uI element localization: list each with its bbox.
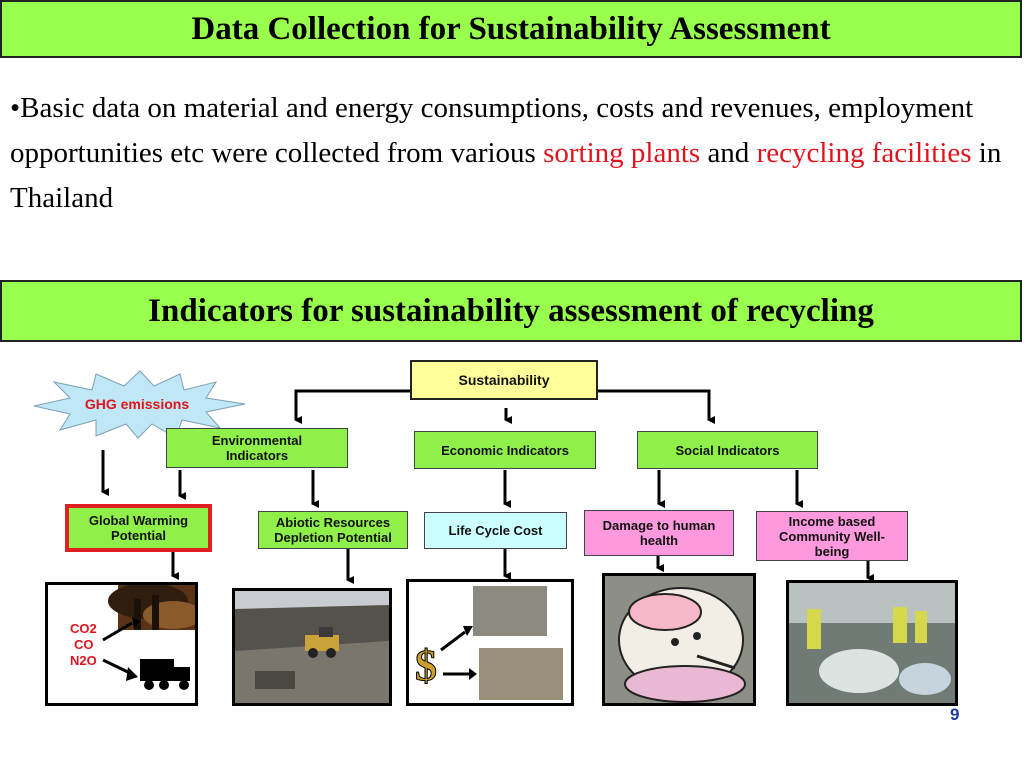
social-indicators-label: Social Indicators bbox=[675, 442, 780, 458]
factory-smoke-image bbox=[108, 585, 195, 630]
page-number: 9 bbox=[950, 705, 960, 724]
highlight-recycling-facilities: recycling facilities bbox=[756, 137, 972, 169]
bullet-text-2: and bbox=[700, 137, 757, 169]
human-health-label: Damage to human health bbox=[602, 518, 716, 548]
emissions-photo-panel: CO2 CO N2O bbox=[45, 582, 198, 706]
environmental-indicators-box: Environmental Indicators bbox=[166, 428, 348, 468]
slide-title: Data Collection for Sustainability Asses… bbox=[191, 11, 831, 47]
ghg-emissions-label: GHG emissions bbox=[84, 396, 190, 412]
slide-title-banner: Data Collection for Sustainability Asses… bbox=[0, 0, 1022, 58]
connector-root-environmental bbox=[294, 389, 412, 424]
sick-person-cartoon-image bbox=[618, 587, 746, 703]
abiotic-depletion-box: Abiotic Resources Depletion Potential bbox=[258, 511, 408, 549]
economic-indicators-label: Economic Indicators bbox=[441, 442, 569, 458]
mining-photo-panel bbox=[232, 588, 392, 706]
life-cycle-cost-label: Life Cycle Cost bbox=[448, 523, 543, 538]
community-wellbeing-label: Income based Community Well-being bbox=[779, 513, 885, 559]
bullet-marker: • bbox=[10, 92, 21, 124]
economic-indicators-box: Economic Indicators bbox=[414, 431, 596, 469]
cost-photo-panel: $ bbox=[406, 579, 574, 706]
bullet-text-1: Basic data on material and energy consum… bbox=[10, 92, 974, 169]
n2o-label: N2O bbox=[70, 653, 97, 668]
mining-site-image bbox=[235, 591, 389, 703]
dollar-sign-icon: $ bbox=[415, 641, 438, 691]
factory-interior-image bbox=[473, 586, 547, 636]
co-label: CO bbox=[74, 637, 94, 652]
workers-photo-panel bbox=[786, 580, 958, 706]
connector-root-social bbox=[598, 389, 715, 424]
sustainability-box: Sustainability bbox=[410, 360, 598, 400]
truck-icon bbox=[140, 659, 190, 690]
ghg-burst-shape bbox=[33, 370, 246, 439]
environmental-indicators-label: Environmental Indicators bbox=[211, 433, 303, 463]
gas-labels: CO2 CO N2O bbox=[70, 621, 97, 669]
human-health-box: Damage to human health bbox=[584, 510, 734, 556]
co2-label: CO2 bbox=[70, 621, 97, 636]
global-warming-potential-label: Global Warming Potential bbox=[88, 513, 189, 543]
highlight-sorting-plants: sorting plants bbox=[543, 137, 701, 169]
bullet-paragraph: •Basic data on material and energy consu… bbox=[10, 86, 1015, 221]
cost-arrows bbox=[440, 626, 477, 680]
health-photo-panel bbox=[602, 573, 756, 706]
global-warming-potential-box: Global Warming Potential bbox=[65, 504, 212, 552]
social-indicators-box: Social Indicators bbox=[637, 431, 818, 469]
community-wellbeing-box: Income based Community Well-being bbox=[756, 511, 908, 561]
life-cycle-cost-box: Life Cycle Cost bbox=[424, 512, 567, 549]
recycling-workers-image bbox=[789, 583, 955, 703]
bullet-text-3: in Thailand bbox=[10, 137, 1002, 214]
section-title: Indicators for sustainability assessment… bbox=[148, 293, 874, 329]
abiotic-depletion-label: Abiotic Resources Depletion Potential bbox=[274, 515, 392, 545]
gas-arrows bbox=[102, 617, 140, 681]
section-title-banner: Indicators for sustainability assessment… bbox=[0, 280, 1022, 342]
landfill-image bbox=[479, 648, 563, 700]
sustainability-label: Sustainability bbox=[458, 371, 550, 388]
